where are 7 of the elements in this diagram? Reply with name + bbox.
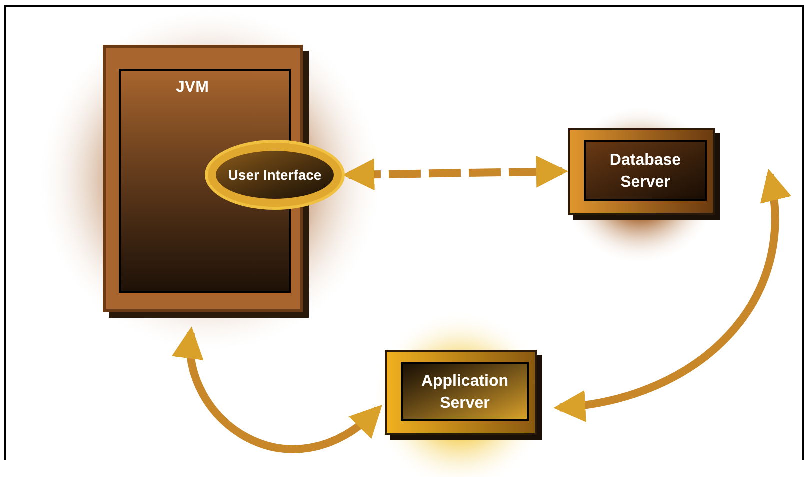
server-label: Database Server xyxy=(608,150,682,192)
arrow xyxy=(342,156,568,191)
ellipse-label: User Interface xyxy=(228,166,322,184)
box-title: JVM xyxy=(176,78,209,98)
server-label: Application Server xyxy=(420,372,510,414)
arrow xyxy=(174,326,383,454)
arrow xyxy=(554,168,790,421)
